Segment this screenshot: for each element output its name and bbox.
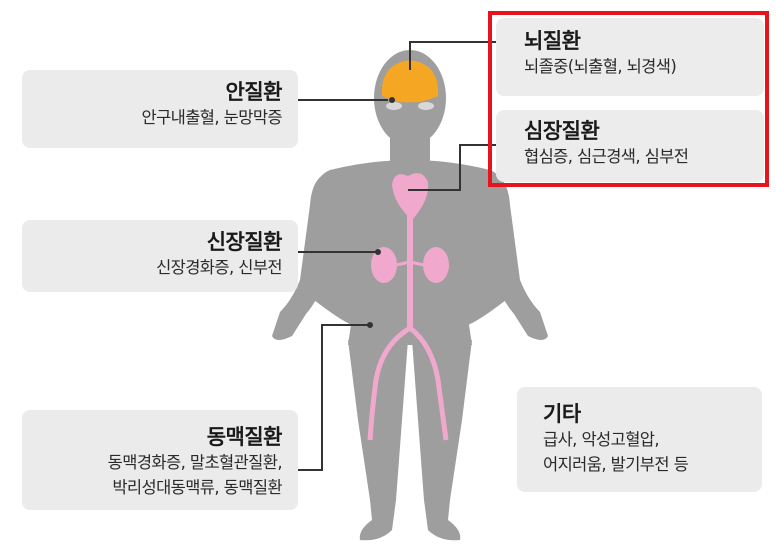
left-eye-mark xyxy=(386,102,402,110)
eye-disease-desc: 안구내출혈, 눈망막증 xyxy=(22,105,282,130)
other-complications-callout: 기타 급사, 악성고혈압, 어지러움, 발기부전 등 xyxy=(517,387,762,492)
artery-disease-callout: 동맥질환 동맥경화증, 말초혈관질환, 박리성대동맥류, 동맥질환 xyxy=(22,410,298,510)
artery-disease-desc-line1: 동맥경화증, 말초혈관질환, xyxy=(22,450,282,475)
kidney-disease-title: 신장질환 xyxy=(22,229,282,255)
highlight-frame xyxy=(488,11,769,187)
kidney-disease-callout: 신장질환 신장경화증, 신부전 xyxy=(22,220,298,292)
kidney-disease-desc: 신장경화증, 신부전 xyxy=(22,255,282,280)
artery-disease-desc-line2: 박리성대동맥류, 동맥질환 xyxy=(22,475,282,500)
right-eye-mark xyxy=(418,102,434,110)
other-complications-desc-line1: 급사, 악성고혈압, xyxy=(543,427,762,452)
other-complications-desc-line2: 어지러움, 발기부전 등 xyxy=(543,452,762,477)
eye-anchor-dot xyxy=(389,97,395,103)
right-kidney-shape xyxy=(423,247,449,283)
eye-disease-title: 안질환 xyxy=(22,79,282,105)
kidney-anchor-dot xyxy=(375,249,381,255)
artery-anchor-dot xyxy=(367,322,373,328)
artery-disease-title: 동맥질환 xyxy=(22,424,282,450)
eye-disease-callout: 안질환 안구내출혈, 눈망막증 xyxy=(22,70,298,148)
other-complications-title: 기타 xyxy=(543,401,762,427)
